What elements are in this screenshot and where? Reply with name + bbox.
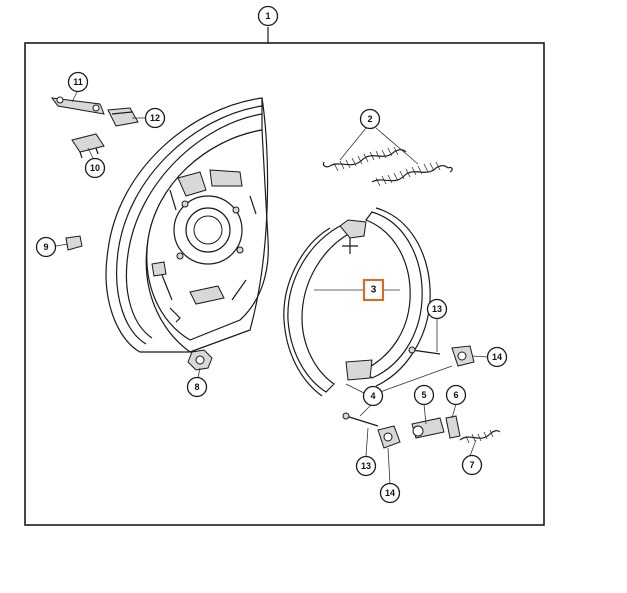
svg-text:12: 12 <box>150 113 160 123</box>
return-springs <box>322 146 453 187</box>
callout-12: 12 <box>144 107 166 129</box>
callout-11: 11 <box>67 71 89 93</box>
adjuster-spring <box>445 415 461 439</box>
svg-text:4: 4 <box>370 391 375 401</box>
callout-1: 1 <box>257 5 279 27</box>
hold-down-clip-lower <box>377 425 401 449</box>
svg-text:14: 14 <box>492 352 502 362</box>
callout-3-highlighted: 3 <box>363 279 384 301</box>
retaining-clip <box>107 107 139 127</box>
callout-13-upper: 13 <box>426 298 448 320</box>
callout-4: 4 <box>362 385 384 407</box>
callout-7: 7 <box>461 454 483 476</box>
svg-text:13: 13 <box>361 461 371 471</box>
callout-9: 9 <box>35 236 57 258</box>
svg-text:9: 9 <box>43 242 48 252</box>
svg-text:14: 14 <box>385 488 395 498</box>
svg-text:1: 1 <box>265 11 270 21</box>
svg-text:3: 3 <box>371 285 377 296</box>
callout-8: 8 <box>186 376 208 398</box>
brake-shoes <box>283 207 431 397</box>
mounting-nut <box>187 349 213 371</box>
svg-text:13: 13 <box>432 304 442 314</box>
callout-14-upper: 14 <box>486 346 508 368</box>
hold-down-pin-upper <box>408 346 441 355</box>
svg-text:10: 10 <box>90 163 100 173</box>
svg-text:7: 7 <box>469 460 474 470</box>
svg-text:6: 6 <box>453 390 458 400</box>
callout-14-lower: 14 <box>379 482 401 504</box>
anchor-pin <box>65 235 83 251</box>
adjuster-screw <box>411 417 445 439</box>
svg-text:8: 8 <box>194 382 199 392</box>
callout-13-lower: 13 <box>355 455 377 477</box>
callout-10: 10 <box>84 157 106 179</box>
hold-down-pin-lower <box>342 412 379 427</box>
svg-text:5: 5 <box>421 390 426 400</box>
backing-plate <box>105 97 269 353</box>
svg-text:11: 11 <box>73 77 83 87</box>
adjuster-lower-spring <box>459 429 501 444</box>
callout-2: 2 <box>359 108 381 130</box>
svg-text:2: 2 <box>367 114 372 124</box>
hold-down-clip-upper <box>451 345 475 367</box>
callout-5: 5 <box>413 384 435 406</box>
parking-brake-lever <box>50 96 105 115</box>
callout-6: 6 <box>445 384 467 406</box>
diagram-frame <box>24 42 545 526</box>
lever-bracket <box>71 133 105 159</box>
